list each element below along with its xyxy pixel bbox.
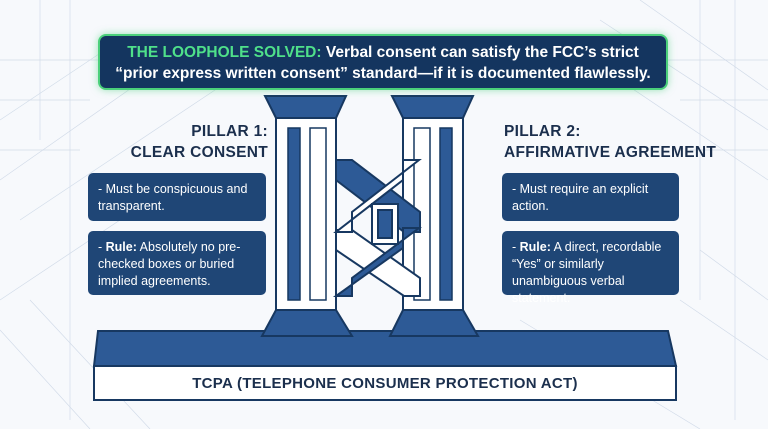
pillar1-rule-card: - Rule: Absolutely no pre-checked boxes … — [88, 231, 266, 295]
pillar1-rule-text: Absolutely no pre-checked boxes or burie… — [98, 240, 241, 288]
right-pillar — [388, 95, 480, 337]
pillar1-rule-prefix: - — [98, 240, 106, 254]
pillar1-rule-label: Rule: — [105, 240, 137, 254]
pillar2-rule-text: A direct, recordable “Yes” or similarly … — [512, 240, 662, 305]
banner-line-1-text: Verbal consent can satisfy the FCC’s str… — [321, 44, 639, 61]
pillar2-title-name: AFFIRMATIVE AGREEMENT — [504, 144, 717, 161]
pillar1-requirement-text: - Must be conspicuous and transparent. — [98, 182, 248, 213]
pillar2-requirement-text: - Must require an explicit action. — [512, 182, 649, 213]
pillar2-rule-card: - Rule: A direct, recordable “Yes” or si… — [502, 231, 679, 305]
pillar1-title: PILLAR 1: CLEAR CONSENT — [130, 121, 268, 163]
left-pillar — [260, 95, 354, 337]
pillar2-title-number: PILLAR 2: — [504, 123, 581, 140]
base-platform — [92, 330, 678, 401]
pillar2-rule-prefix: - — [512, 240, 520, 254]
banner-highlight: THE LOOPHOLE SOLVED: — [127, 44, 322, 61]
pillar2-requirement-card: - Must require an explicit action. — [502, 173, 679, 221]
pillar2-rule-label: Rule: — [519, 240, 551, 254]
banner-line-2: “prior express written consent” standard… — [115, 65, 651, 82]
pillar1-title-number: PILLAR 1: — [191, 123, 268, 140]
interlock-braces — [332, 159, 423, 297]
tcpa-base-label: TCPA (TELEPHONE CONSUMER PROTECTION ACT) — [192, 375, 578, 392]
pillar2-title: PILLAR 2: AFFIRMATIVE AGREEMENT — [504, 121, 744, 163]
pillar1-requirement-card: - Must be conspicuous and transparent. — [88, 173, 266, 221]
loophole-banner: THE LOOPHOLE SOLVED: Verbal consent can … — [98, 34, 668, 90]
banner-line-1: THE LOOPHOLE SOLVED: Verbal consent can … — [114, 42, 652, 63]
pillar1-title-name: CLEAR CONSENT — [130, 144, 268, 161]
